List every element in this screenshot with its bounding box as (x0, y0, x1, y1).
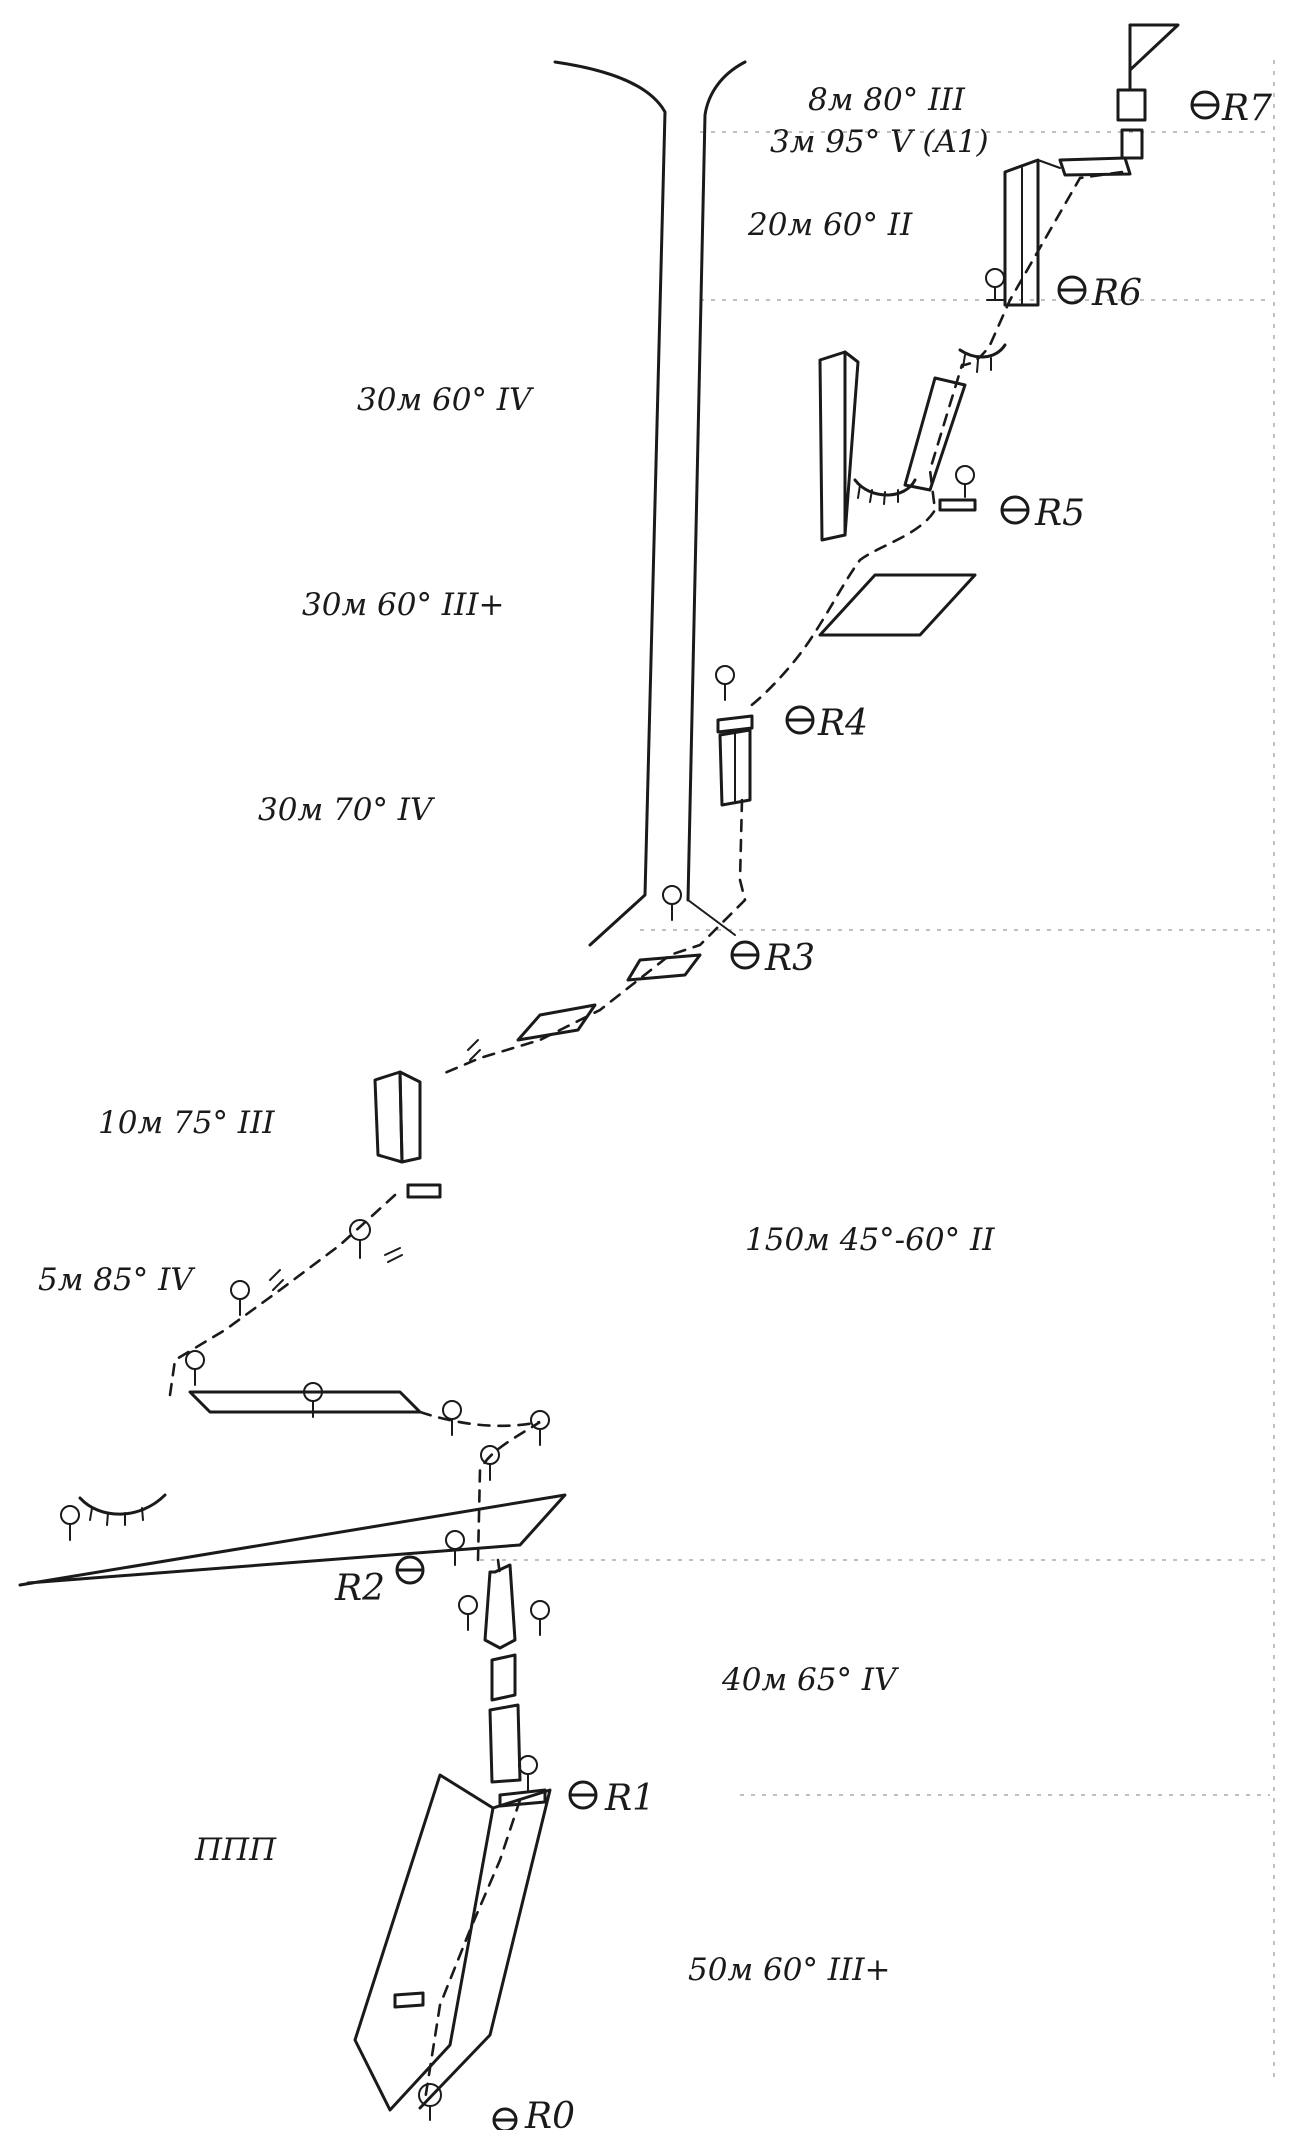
piton-icon (445, 1530, 465, 1566)
station-label-r2: R2 (334, 1568, 385, 1609)
piton-icon (185, 1350, 205, 1386)
belay-stations (395, 90, 1220, 2130)
pitch-label: 30м 60° III+ (302, 587, 505, 623)
pitch-label: 8м 80° III (808, 82, 966, 118)
piton-icon (530, 1410, 550, 1446)
belay-station-r6-icon (1057, 275, 1087, 305)
station-label-r4: R4 (817, 703, 868, 744)
bolt-icon (269, 1269, 284, 1291)
belay-station-r5-icon (1000, 495, 1030, 525)
station-label-r7: R7 (1221, 88, 1272, 129)
pitch-label: 40м 65° IV (721, 1662, 900, 1698)
belay-station-r3-icon (730, 940, 760, 970)
station-label-r6: R6 (1091, 273, 1142, 314)
mid-upper-features (818, 343, 1007, 637)
piton-icon (230, 1280, 250, 1316)
piton-icon (985, 268, 1005, 301)
piton-icon (442, 1400, 462, 1436)
piton-icon (938, 465, 977, 512)
pitch-label: 3м 95° V (A1) (770, 124, 989, 160)
protection-icons (60, 268, 1005, 2121)
station-label-r1: R1 (604, 1778, 655, 1819)
piton-icon (60, 1505, 80, 1541)
station-label-r5: R5 (1034, 493, 1085, 534)
mid-lower-features (18, 714, 754, 2112)
pitch-label: 150м 45°-60° II (745, 1222, 995, 1258)
station-label-r0: R0 (524, 2096, 575, 2130)
piton-icon (715, 665, 735, 701)
piton-icon (480, 1445, 500, 1481)
belay-station-r4-icon (785, 705, 815, 735)
pitch-label: 30м 70° IV (258, 792, 436, 828)
pitch-label: 5м 85° IV (38, 1262, 196, 1298)
piton-icon (662, 885, 682, 921)
piton-icon (303, 1382, 323, 1418)
top-features (1003, 88, 1147, 307)
station-labels: R7 R6 R5 R4 R3 R2 R1 R0 (334, 88, 1272, 2130)
piton-icon (418, 2083, 442, 2121)
protection-legend: ПΠΠ (194, 1832, 277, 1868)
piton-icon (458, 1595, 478, 1631)
scan-guides (480, 60, 1275, 2080)
bolt-icon (384, 1247, 403, 1263)
belay-station-r7-icon (1190, 90, 1220, 120)
belay-station-r0-icon (492, 2107, 518, 2130)
bolt-icon (467, 1039, 481, 1061)
summit-flag-icon (1128, 23, 1180, 92)
belay-station-r2-icon (395, 1555, 425, 1585)
belay-station-r1-icon (568, 1780, 598, 1810)
station-label-r3: R3 (764, 938, 815, 979)
pitch-label: 30м 60° IV (357, 382, 535, 418)
couloir-walls (553, 60, 747, 947)
pitch-label: 20м 60° II (747, 207, 913, 243)
climbing-route (168, 170, 1124, 2102)
pitch-label: 10м 75° III (98, 1105, 275, 1141)
piton-icon (349, 1219, 371, 1259)
pitch-labels: 8м 80° III 3м 95° V (A1) 20м 60° II 30м … (38, 82, 995, 1988)
pitch-label: 50м 60° III+ (688, 1952, 891, 1988)
piton-icon (518, 1755, 538, 1791)
piton-icon (530, 1600, 550, 1636)
